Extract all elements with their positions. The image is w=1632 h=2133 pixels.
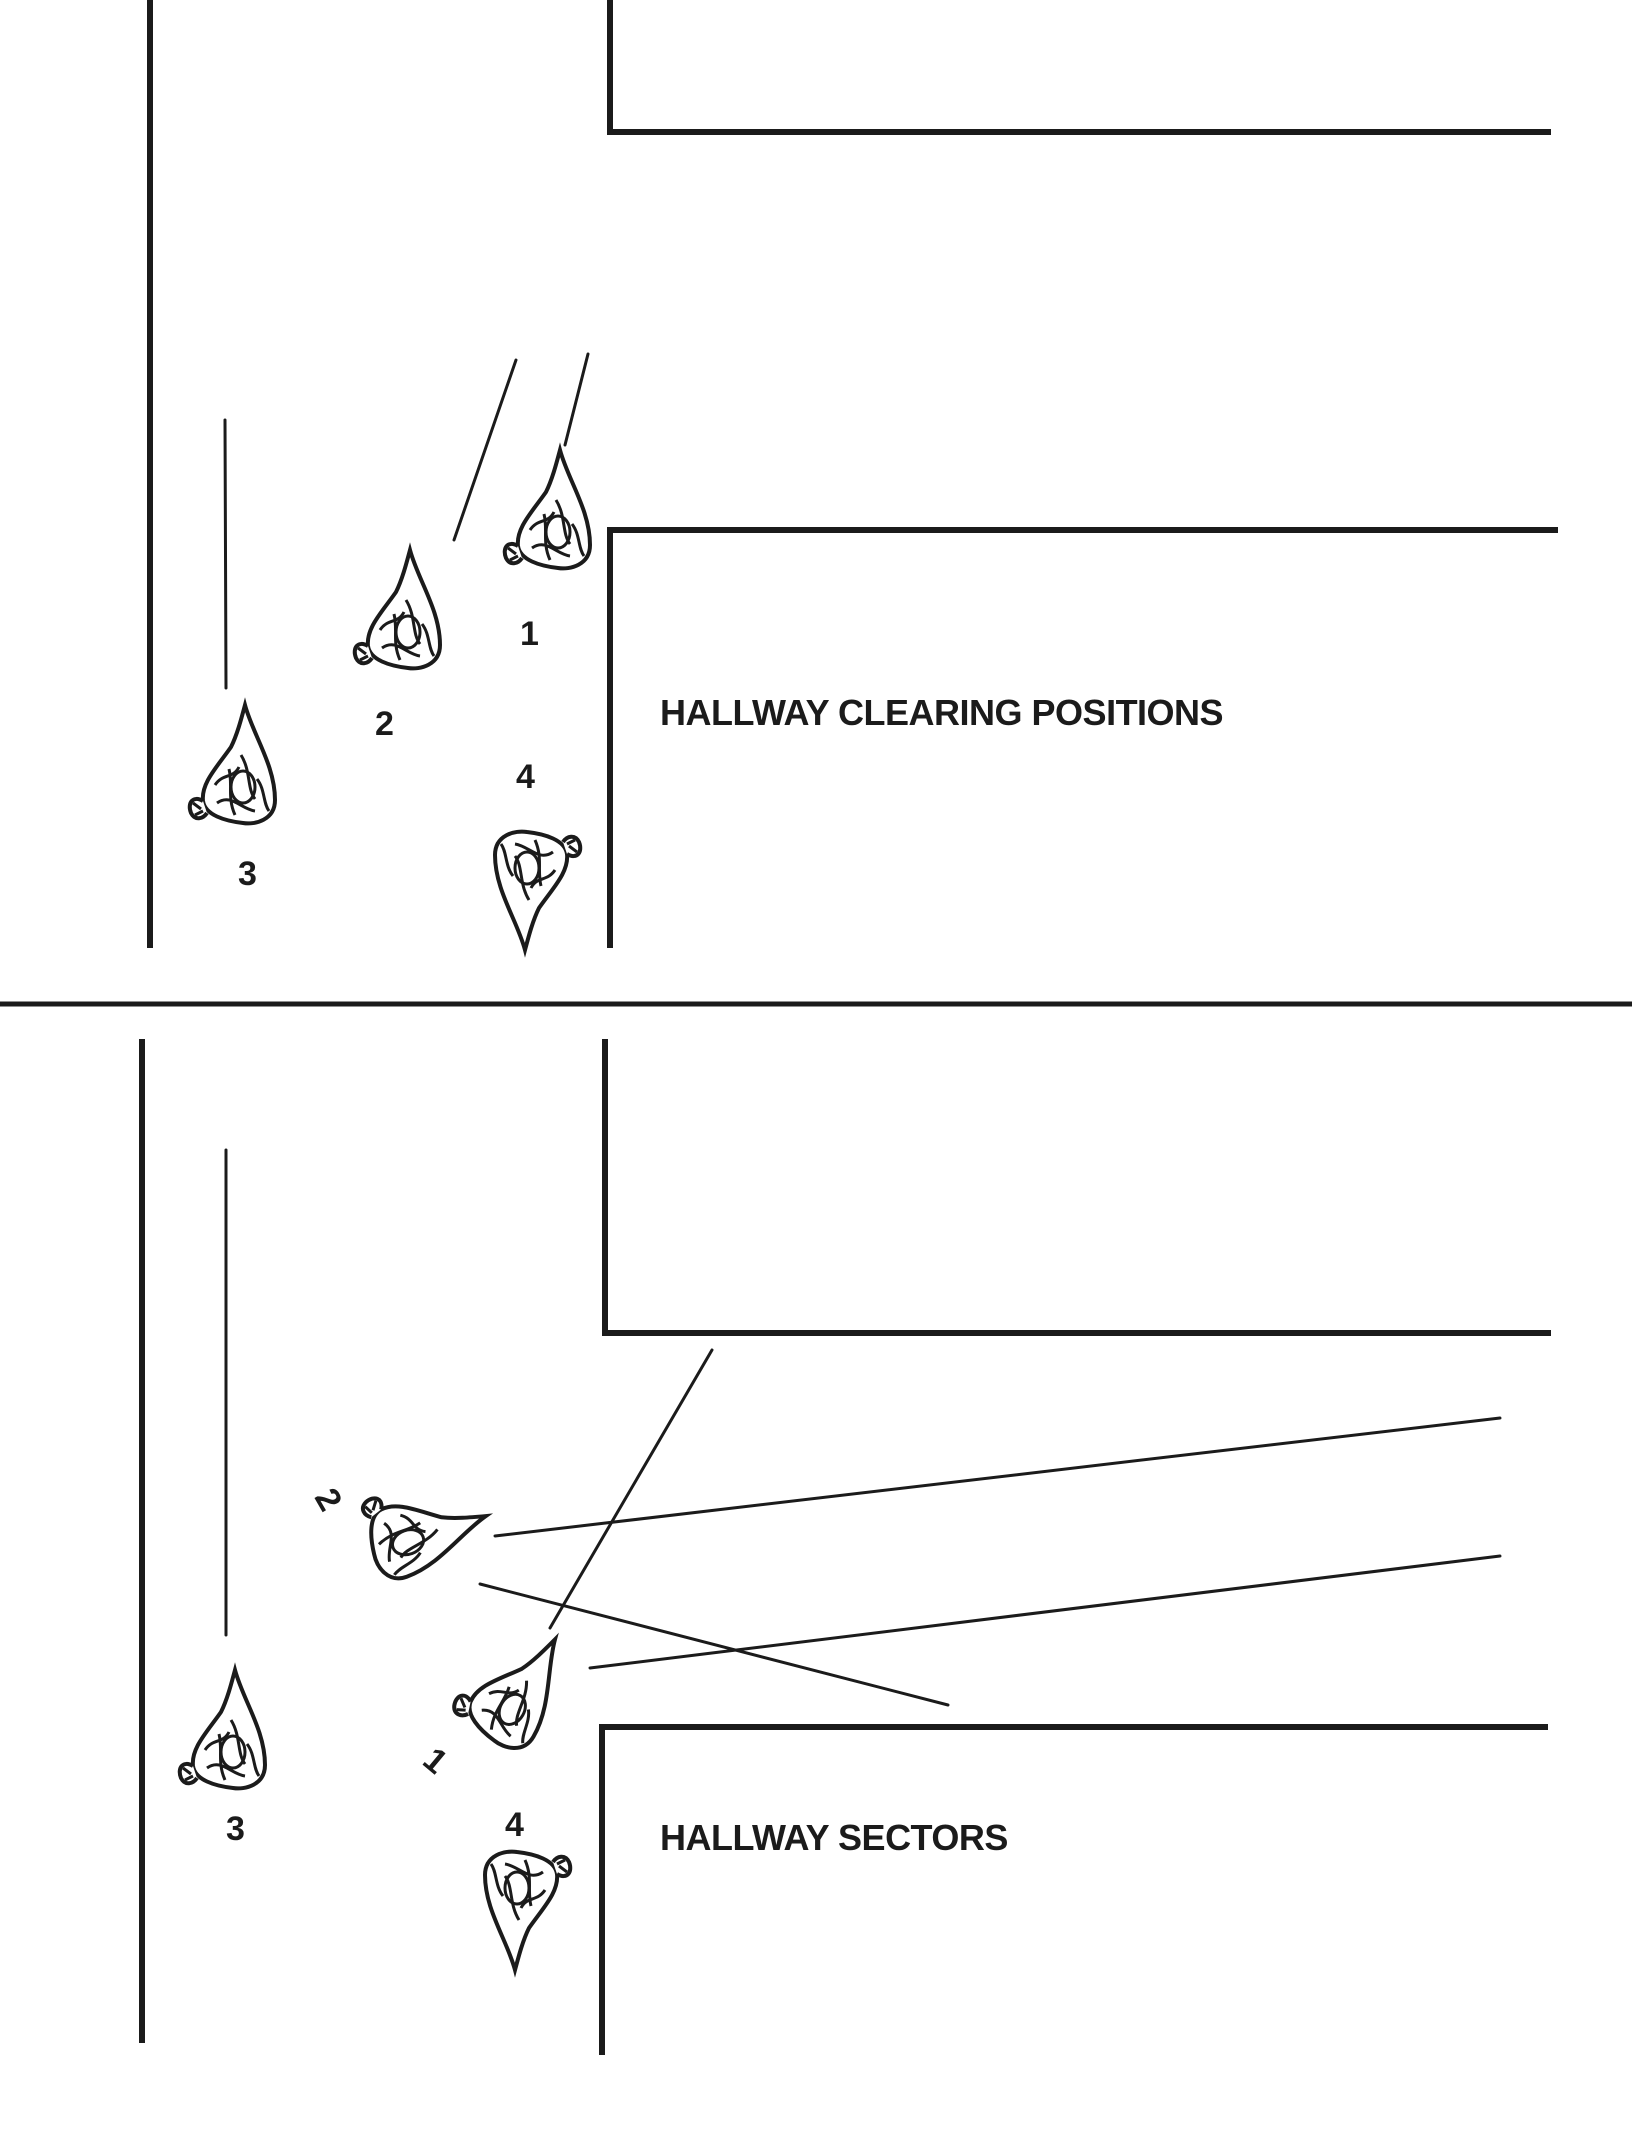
bottom-soldier-1-figure (445, 1609, 583, 1759)
top-upper-corridor-wall (607, 0, 1551, 135)
bottom-sector-line-soldier-2-cross (478, 1582, 950, 1707)
top-lower-corridor-wall (607, 527, 1558, 948)
top-soldier-1-label: 1 (520, 615, 539, 653)
bottom-soldier-4-figure (483, 1849, 573, 1972)
soldier-4-figure (493, 829, 583, 952)
soldier-3-figure (187, 703, 277, 826)
bottom-soldier-3-figure (177, 1668, 267, 1791)
sector-line-soldier-3 (223, 418, 228, 690)
bottom-panel-soldiers: 2 1 3 4 (177, 1462, 583, 1972)
bottom-sector-line-soldier-2-far (493, 1416, 1502, 1538)
top-soldier-4-label: 4 (516, 758, 535, 796)
top-soldier-3-label: 3 (238, 855, 257, 893)
sector-line-soldier-1 (563, 352, 590, 447)
top-panel-walls (147, 0, 1558, 948)
top-soldier-2-label: 2 (375, 705, 394, 743)
sector-line-soldier-2 (452, 358, 518, 542)
top-panel-sector-lines (223, 352, 590, 690)
top-panel-caption: HALLWAY CLEARING POSITIONS (660, 692, 1223, 733)
bottom-soldier-1-label: 1 (416, 1740, 455, 1781)
bottom-soldier-2-label: 2 (307, 1482, 349, 1517)
bottom-soldier-3-label: 3 (226, 1810, 245, 1848)
bottom-sector-line-soldier-1-upper (548, 1348, 714, 1630)
soldier-1-figure (502, 448, 592, 571)
soldier-2-figure (352, 548, 442, 671)
bottom-sector-line-soldier-1-far (588, 1554, 1502, 1670)
top-panel-soldiers: 1 2 3 4 (187, 448, 592, 952)
bottom-panel-caption: HALLWAY SECTORS (660, 1817, 1008, 1858)
bottom-soldier-2-figure (353, 1462, 499, 1587)
bottom-panel-sector-lines (224, 1148, 1502, 1707)
bottom-upper-corridor-wall (602, 1039, 1551, 1336)
bottom-panel-walls (139, 1039, 1551, 2055)
bottom-soldier-4-label: 4 (505, 1806, 524, 1844)
bottom-lower-corridor-wall (599, 1724, 1548, 2055)
